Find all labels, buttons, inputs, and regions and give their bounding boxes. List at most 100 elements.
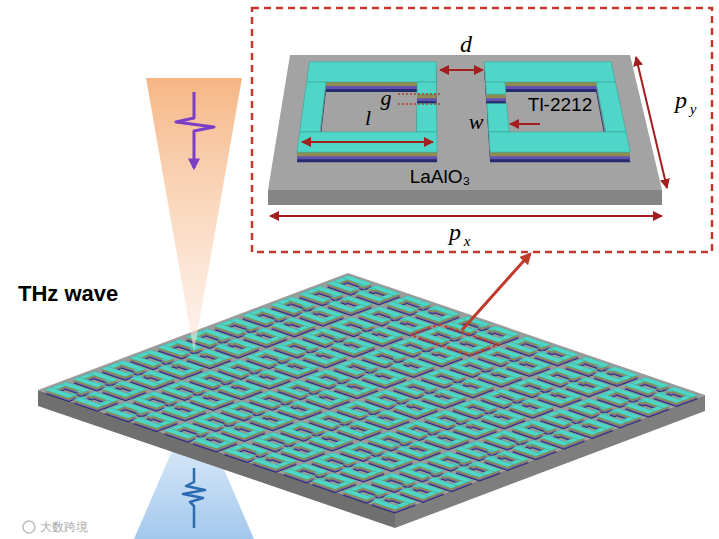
ring-arm: [527, 420, 557, 431]
ring-arm: [596, 366, 604, 369]
ring-arm: [317, 328, 347, 339]
ring-arm: [323, 411, 353, 421]
ring-arm: [408, 379, 438, 390]
ring-arm: [277, 360, 285, 363]
ring-arm: [286, 297, 316, 307]
ring-arm: [314, 307, 344, 318]
ring-arm: [201, 329, 231, 340]
ring-arm: [470, 441, 500, 452]
ring-arm: [430, 306, 460, 317]
ring-arm: [522, 401, 530, 404]
ring-arm: [428, 308, 436, 311]
ring-arm: [350, 425, 358, 428]
ring-arm: [668, 387, 698, 398]
ring-arm: [458, 460, 466, 463]
ring-arm: [333, 336, 341, 339]
ring-arm: [302, 305, 310, 308]
ring-arm: [171, 362, 179, 365]
ring-arm: [204, 370, 234, 381]
ring-arm: [666, 391, 674, 394]
ring-arm: [524, 399, 554, 410]
ring-arm: [368, 288, 376, 291]
ring-arm: [553, 432, 561, 435]
ring-arm: [458, 462, 466, 465]
ring-arm: [380, 390, 410, 401]
ring-arm: [286, 317, 316, 327]
ring-arm: [628, 396, 636, 399]
ring-arm: [365, 367, 373, 370]
ring-arm: [477, 325, 485, 328]
ring-arm: [467, 399, 497, 409]
ring-arm: [314, 286, 344, 297]
ring-arm: [494, 412, 502, 415]
ring-arm: [524, 378, 554, 389]
ring-arm: [666, 389, 674, 392]
ring-arm: [256, 330, 264, 333]
ring-arm: [259, 372, 267, 375]
ring-arm: [339, 420, 347, 423]
ring-arm: [418, 305, 426, 308]
ring-arm: [345, 317, 375, 328]
ring-arm: [290, 403, 298, 406]
ring-arm: [487, 328, 495, 331]
ring-arm: [277, 358, 285, 361]
ring-arm: [330, 295, 338, 298]
ring-arm: [318, 392, 326, 395]
ring-arm: [578, 382, 586, 385]
ring-arm: [350, 423, 358, 426]
ring-arm: [321, 390, 351, 401]
ring-arm: [173, 339, 203, 350]
ring-arm: [280, 401, 288, 404]
ring-arm: [465, 422, 473, 425]
ring-arm: [358, 284, 366, 287]
ring-arm: [464, 358, 494, 368]
ring-arm: [227, 341, 235, 344]
ring-arm: [305, 347, 313, 350]
ring-arm: [493, 368, 523, 379]
ring-arm: [371, 329, 379, 332]
ring-arm: [400, 319, 408, 322]
ring-arm: [342, 276, 372, 287]
ring-arm: [512, 397, 520, 400]
ring-arm: [308, 389, 316, 392]
ring-arm: [352, 421, 382, 432]
ring-arm: [406, 402, 414, 405]
ring-arm: [403, 360, 411, 363]
ring-arm: [552, 388, 582, 398]
ring-arm: [431, 350, 439, 353]
ring-arm: [284, 320, 292, 323]
ring-arm: [449, 335, 457, 338]
ring-arm: [348, 359, 378, 370]
ring-arm: [261, 369, 291, 380]
ring-arm: [408, 399, 438, 410]
ring-arm: [390, 315, 398, 318]
ring-arm: [145, 350, 175, 360]
ring-arm: [317, 348, 347, 359]
ring-arm: [638, 400, 646, 403]
ring-arm: [143, 373, 151, 376]
ring-arm: [527, 440, 557, 451]
ring-arm: [145, 370, 175, 381]
ring-arm: [161, 359, 169, 362]
ring-arm: [189, 348, 197, 351]
ring-arm: [547, 349, 555, 352]
ring-arm: [437, 433, 445, 436]
ring-arm: [427, 429, 435, 432]
ring-arm: [400, 321, 408, 324]
ring-arm: [230, 338, 260, 349]
ring-arm: [424, 388, 432, 391]
ring-arm: [133, 369, 141, 372]
ring-arm: [555, 430, 585, 440]
ring-arm: [402, 316, 432, 327]
ring-arm: [471, 461, 501, 472]
ring-arm: [521, 357, 551, 368]
ring-arm: [320, 369, 350, 380]
ring-arm: [487, 450, 495, 453]
ring-arm: [375, 371, 383, 374]
ring-arm: [521, 337, 551, 348]
ring-arm: [371, 285, 401, 295]
ring-arm: [289, 359, 319, 369]
ring-arm: [402, 296, 432, 307]
